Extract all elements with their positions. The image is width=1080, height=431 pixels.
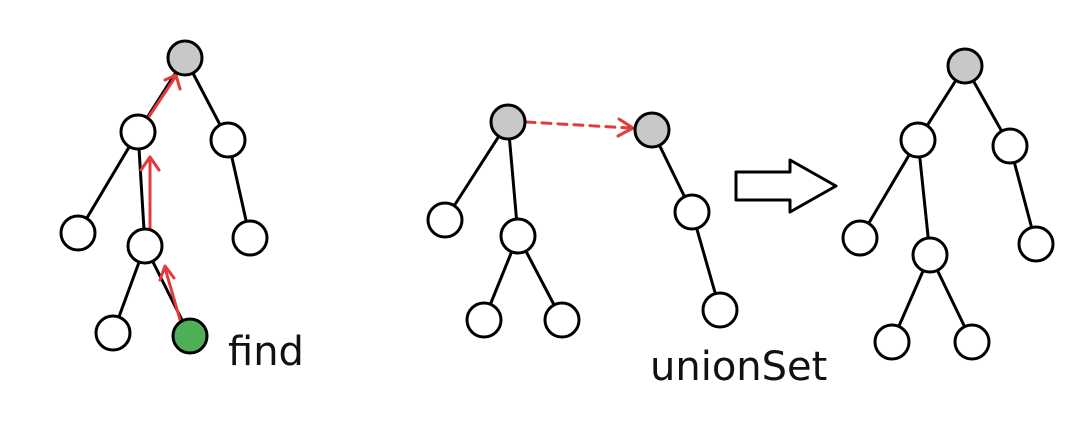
tree-node	[231, 219, 269, 257]
root-node	[633, 111, 671, 149]
arrowhead	[158, 264, 176, 282]
tree-node	[426, 201, 464, 239]
tree-node	[991, 127, 1029, 165]
tree-node	[126, 227, 164, 265]
tree-node	[873, 323, 911, 361]
find-path-arrow	[163, 266, 185, 332]
root-node	[166, 39, 204, 77]
tree-node	[209, 121, 247, 159]
edge	[506, 120, 520, 238]
tree-node	[1017, 225, 1055, 263]
tree-node	[701, 291, 739, 329]
tree-node	[465, 301, 503, 339]
tree-node	[953, 323, 991, 361]
root-node	[489, 103, 527, 141]
union-arrow	[524, 120, 632, 130]
tree-node	[119, 113, 157, 151]
tree-node	[94, 314, 132, 352]
edge	[858, 138, 920, 240]
query-node	[171, 317, 209, 355]
tree-node	[673, 193, 711, 231]
find-label: find	[228, 329, 304, 375]
find-path-arrow	[146, 74, 178, 120]
right-arrow-icon	[734, 158, 838, 214]
edge	[136, 130, 147, 248]
edge	[916, 138, 932, 257]
union-label: unionSet	[650, 344, 827, 390]
edge	[443, 120, 510, 222]
union-after-tree	[841, 47, 1055, 361]
tree-node	[911, 236, 949, 274]
find-tree: find	[59, 39, 304, 375]
union-before-trees: unionSet	[426, 103, 827, 390]
arrowhead	[139, 155, 161, 172]
arrowhead	[616, 117, 635, 138]
root-node	[946, 47, 984, 85]
tree-node	[543, 301, 581, 339]
arrowhead	[163, 73, 182, 91]
tree-node	[59, 214, 97, 252]
edge	[76, 130, 140, 235]
tree-node	[841, 219, 879, 257]
tree-node	[499, 217, 537, 255]
tree-node	[899, 121, 937, 159]
